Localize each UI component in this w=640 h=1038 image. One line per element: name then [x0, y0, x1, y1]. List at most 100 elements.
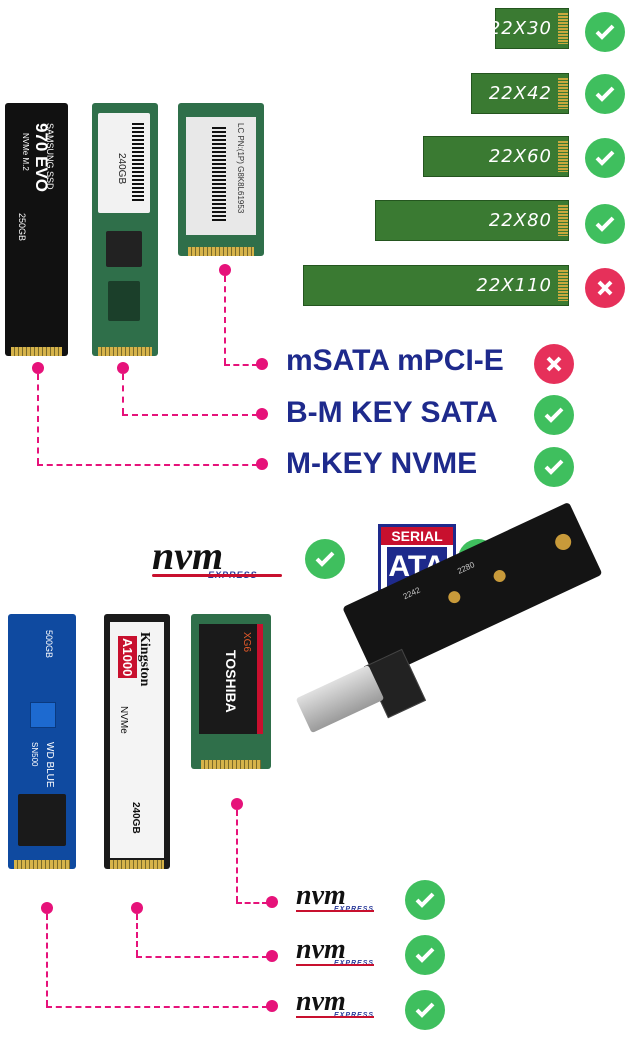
interface-label-bm-sata: B-M KEY SATA	[286, 396, 498, 429]
ssd-model-text: XG6	[241, 632, 252, 653]
nvm-logo-sub: EXPRESS	[334, 1012, 374, 1019]
ssd-brand-text: SAMSUNG SSD	[45, 123, 55, 190]
interface-label-msata: mSATA mPCI-E	[286, 344, 504, 377]
connector-dot	[266, 1000, 278, 1012]
nvm-logo-sub: EXPRESS	[334, 960, 374, 967]
connector-line	[46, 914, 48, 1006]
size-bar-22x60: 22X60	[423, 136, 569, 177]
ssd-sub-text: NVMe M.2	[21, 133, 30, 171]
connector-line	[236, 902, 268, 904]
screw-hole	[552, 531, 574, 553]
nvm-logo-word: nvm	[296, 934, 346, 965]
barcode	[212, 127, 226, 223]
ssd-model-text: SN500	[30, 742, 39, 767]
gold-fingers	[11, 347, 62, 356]
ssd-label-sticker: TOSHIBA XG6	[199, 624, 263, 734]
size-label: 22X42	[488, 83, 552, 104]
ssd-capacity-text: 250GB	[17, 213, 27, 242]
ssd-label-sticker: 240GB	[98, 113, 150, 213]
logo-swoosh	[296, 964, 374, 966]
check-icon	[585, 138, 625, 178]
nvm-express-logo: nvm EXPRESS	[296, 880, 386, 920]
connector-dot	[256, 408, 268, 420]
gold-fingers	[98, 347, 152, 356]
gold-fingers	[558, 141, 568, 172]
ssd-model-text: A1000	[118, 636, 137, 679]
screw-hole	[491, 568, 508, 584]
connector-dot	[256, 358, 268, 370]
gold-fingers	[201, 760, 261, 769]
ssd-model-text: 970 EVO	[32, 123, 51, 192]
connector-line	[224, 364, 258, 366]
check-icon	[405, 935, 445, 975]
sata-m2-ssd: 240GB	[92, 103, 158, 356]
barcode	[132, 123, 144, 203]
size-label: 22X30	[488, 18, 552, 39]
check-icon	[534, 395, 574, 435]
gold-fingers	[558, 205, 568, 236]
cross-icon	[534, 344, 574, 384]
logo-swoosh	[296, 1016, 374, 1018]
nvm-logo-word: nvm	[152, 533, 224, 578]
usb-m2-adapter: 2280 2242	[295, 501, 636, 740]
nvm-express-logo: nvm EXPRESS	[296, 986, 386, 1026]
connector-line	[224, 276, 226, 364]
connector-line	[122, 414, 258, 416]
interface-label-m-nvme: M-KEY NVME	[286, 447, 478, 480]
ssd-sub-text: NVMe	[118, 706, 129, 734]
logo-swoosh	[296, 910, 374, 912]
sata-logo-top: SERIAL	[381, 527, 453, 545]
nvm-logo-word: nvm	[296, 986, 346, 1017]
size-label: 22X110	[476, 275, 552, 296]
wd-blue-ssd: 500GB WD BLUE SN500	[8, 614, 76, 869]
connector-dot	[231, 798, 243, 810]
usb-plug	[295, 664, 385, 734]
ssd-brand-text: Kingston	[137, 632, 152, 687]
screw-hole	[446, 589, 463, 606]
adapter-pcb-label: 2280	[456, 560, 476, 576]
nand-chip	[108, 281, 140, 321]
ssd-chip	[30, 702, 56, 728]
check-icon	[585, 12, 625, 52]
gold-fingers	[558, 13, 568, 44]
ssd-capacity-text: 240GB	[116, 153, 127, 185]
size-bar-22x30: 22X30	[489, 8, 569, 49]
connector-line	[122, 374, 124, 414]
size-label: 22X80	[488, 210, 552, 231]
controller-chip	[106, 231, 142, 267]
nvm-logo-sub: EXPRESS	[334, 906, 374, 913]
size-label: 22X60	[488, 146, 552, 167]
adapter-pcb-sublabel: 2242	[401, 585, 422, 602]
ssd-label-sticker: LC PN:(1P) G8K8L61953	[186, 117, 256, 235]
ssd-capacity-text: 500GB	[44, 630, 54, 659]
ssd-label-sticker: Kingston A1000 NVMe 240GB	[110, 622, 164, 858]
check-icon	[585, 204, 625, 244]
connector-line	[136, 956, 268, 958]
samsung-970-evo-ssd: SAMSUNG SSD 970 EVO NVMe M.2 250GB	[5, 103, 68, 356]
nvm-express-logo: nvm EXPRESS	[152, 532, 292, 582]
gold-fingers	[110, 860, 164, 869]
logo-swoosh	[152, 574, 282, 577]
connector-dot	[131, 902, 143, 914]
size-bar-22x80: 22X80	[375, 200, 569, 241]
cross-icon	[585, 268, 625, 308]
connector-line	[37, 374, 39, 464]
connector-line	[46, 1006, 268, 1008]
check-icon	[405, 880, 445, 920]
nvm-express-logo: nvm EXPRESS	[296, 934, 386, 974]
kingston-a1000-ssd: Kingston A1000 NVMe 240GB	[104, 614, 170, 869]
connector-dot	[117, 362, 129, 374]
connector-dot	[32, 362, 44, 374]
toshiba-xg6-ssd: TOSHIBA XG6	[191, 614, 271, 769]
connector-dot	[266, 950, 278, 962]
gold-fingers	[188, 247, 254, 256]
size-bar-22x110: 22X110	[303, 265, 569, 306]
connector-dot	[219, 264, 231, 276]
nand-chip	[18, 794, 66, 846]
ssd-brand-text: TOSHIBA	[223, 650, 239, 713]
gold-fingers	[558, 78, 568, 109]
check-icon	[305, 539, 345, 579]
gold-fingers	[558, 270, 568, 301]
ssd-line-text: WD BLUE	[44, 742, 55, 788]
size-bar-22x42: 22X42	[471, 73, 569, 114]
